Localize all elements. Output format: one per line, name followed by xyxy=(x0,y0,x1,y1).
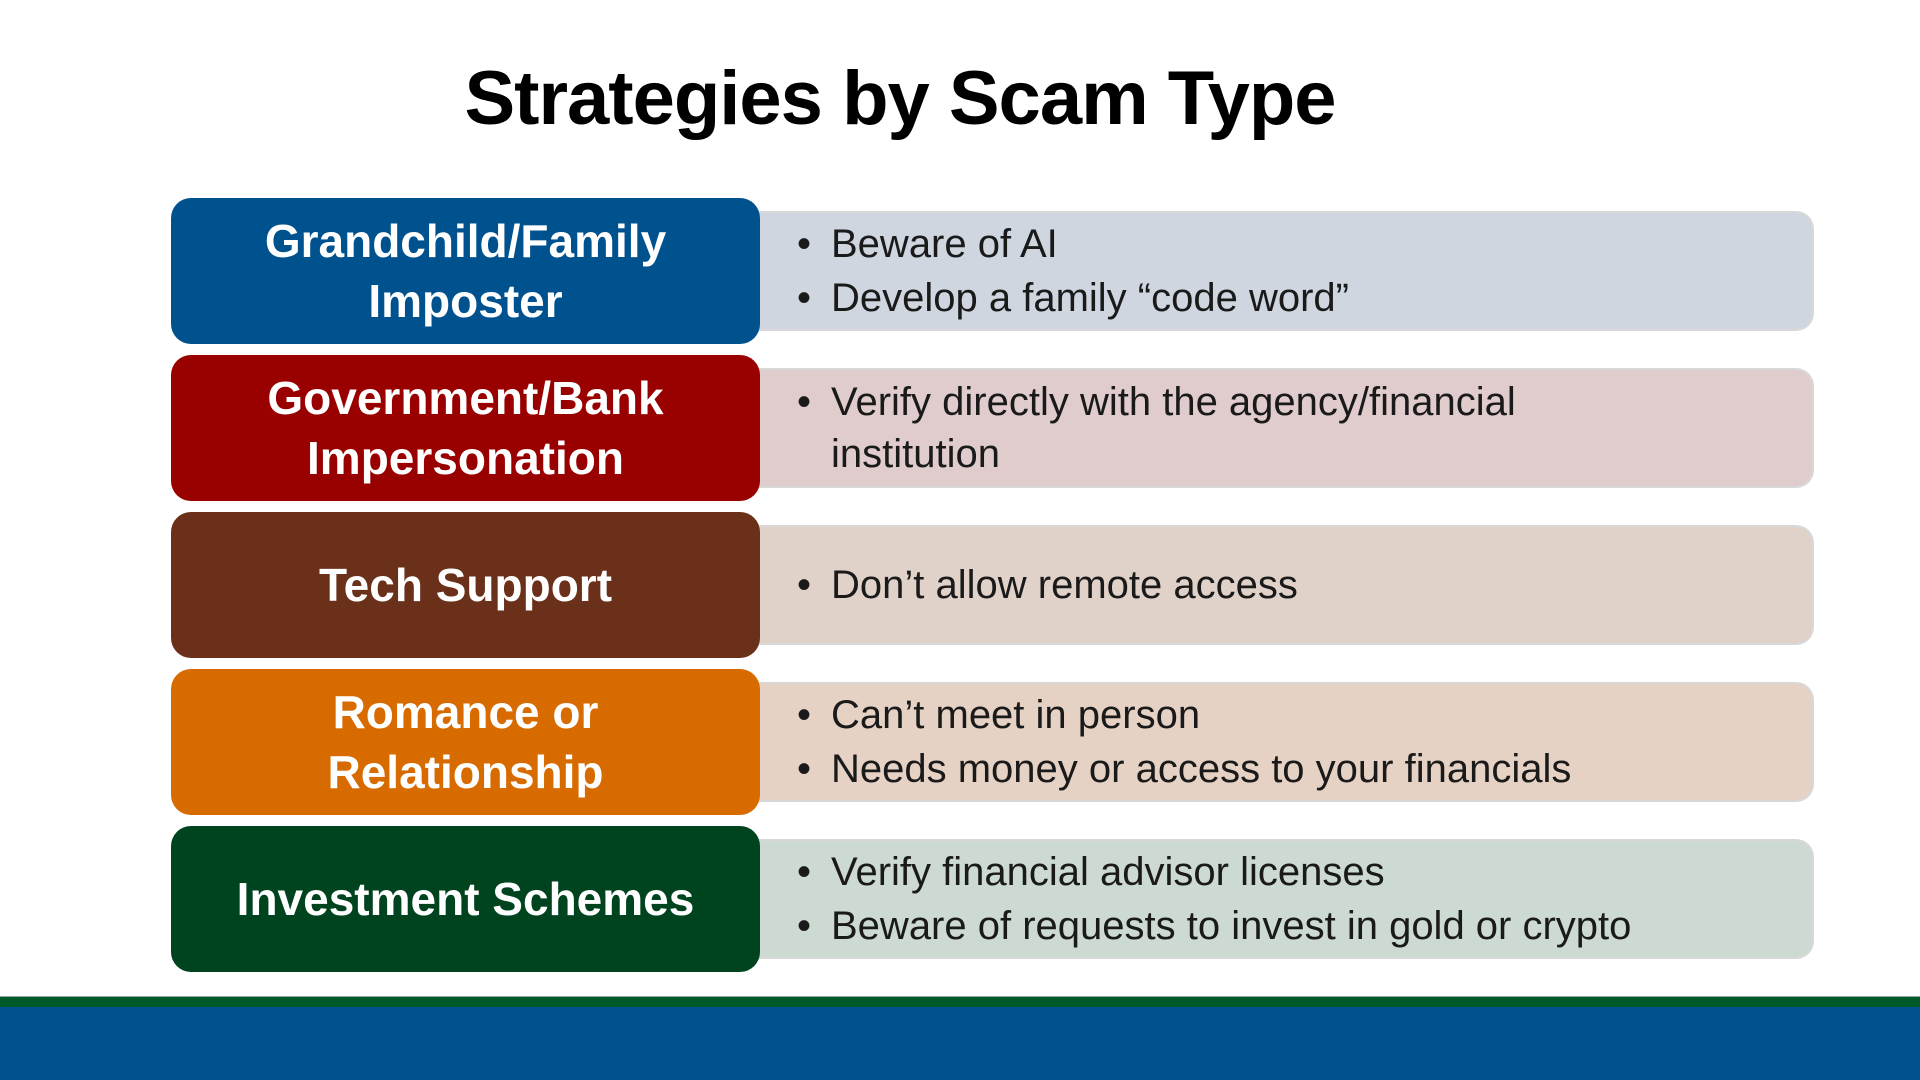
bullet-icon: • xyxy=(797,563,812,607)
scam-row: Grandchild/Family Imposter•Beware of AI•… xyxy=(171,198,1814,344)
scam-category: Romance or Relationship xyxy=(171,669,760,815)
bullet-icon: • xyxy=(797,380,812,424)
strategy-text: Beware of AI xyxy=(831,222,1058,266)
strategy-text: Needs money or access to your financials xyxy=(831,747,1572,791)
scam-category: Government/Bank Impersonation xyxy=(171,355,760,501)
bullet-icon: • xyxy=(797,850,812,894)
scam-category-label: Romance or Relationship xyxy=(327,686,604,798)
strategy-item: • Needs money or access to your financial… xyxy=(797,743,1812,795)
slide-title: Strategies by Scam Type xyxy=(464,56,1336,141)
scam-row: Investment Schemes • Verify financial advi… xyxy=(171,826,1814,972)
strategy-panel: • Beware of AI • Develop a family “code wor… xyxy=(757,211,1814,331)
bullet-icon: • xyxy=(797,222,812,266)
strategy-item: • Verify directly with the agency/financi… xyxy=(797,376,1812,480)
scam-category-label: Tech Support xyxy=(318,559,613,611)
strategy-text: Beware of requests to invest in gold or … xyxy=(831,904,1632,948)
bullet-icon: • xyxy=(797,693,812,737)
scam-category-label: Government/Bank Impersonation xyxy=(267,372,664,484)
strategy-text: Develop a family “code word” xyxy=(831,276,1349,320)
strategy-text: Verify directly with the agency/financia… xyxy=(831,380,1516,476)
bullet-icon: • xyxy=(797,276,812,320)
bullet-icon: • xyxy=(797,747,812,791)
scam-row: Romance or Relationship • Can’t meet in pe… xyxy=(171,669,1814,815)
strategy-panel: • Can’t meet in person • Needs money or acc… xyxy=(757,682,1814,802)
footer-stripe xyxy=(0,996,1920,1008)
scam-row: Tech Support • Don’t allow remote access xyxy=(171,512,1814,658)
strategy-text: Don’t allow remote access xyxy=(831,563,1298,607)
scam-category: Grandchild/Family Imposter xyxy=(171,198,760,344)
scam-row: Government/Bank Impersonation • Verify dir… xyxy=(171,355,1814,501)
strategy-panel: • Don’t allow remote access xyxy=(757,525,1814,645)
strategy-item: • Verify financial advisor licenses xyxy=(797,846,1812,898)
bullet-icon: • xyxy=(797,904,812,948)
scam-category: Investment Schemes xyxy=(171,826,760,972)
strategy-item: • Can’t meet in person xyxy=(797,689,1812,741)
strategy-text: Can’t meet in person xyxy=(831,693,1201,737)
strategy-item: • Beware of AI xyxy=(797,218,1812,270)
strategy-panel: • Verify financial advisor licenses • Bewar… xyxy=(757,839,1814,959)
strategy-text: Verify financial advisor licenses xyxy=(831,850,1385,894)
strategy-panel: • Verify directly with the agency/financi… xyxy=(757,368,1814,488)
scam-category: Tech Support xyxy=(171,512,760,658)
scam-category-label: Grandchild/Family Imposter xyxy=(264,215,667,327)
scam-category-label: Investment Schemes xyxy=(236,873,695,925)
strategy-item: • Beware of requests to invest in gold or… xyxy=(797,900,1812,952)
footer-bar xyxy=(0,1007,1920,1080)
strategy-item: • Develop a family “code word” xyxy=(797,272,1812,324)
strategy-item: • Don’t allow remote access xyxy=(797,559,1812,611)
